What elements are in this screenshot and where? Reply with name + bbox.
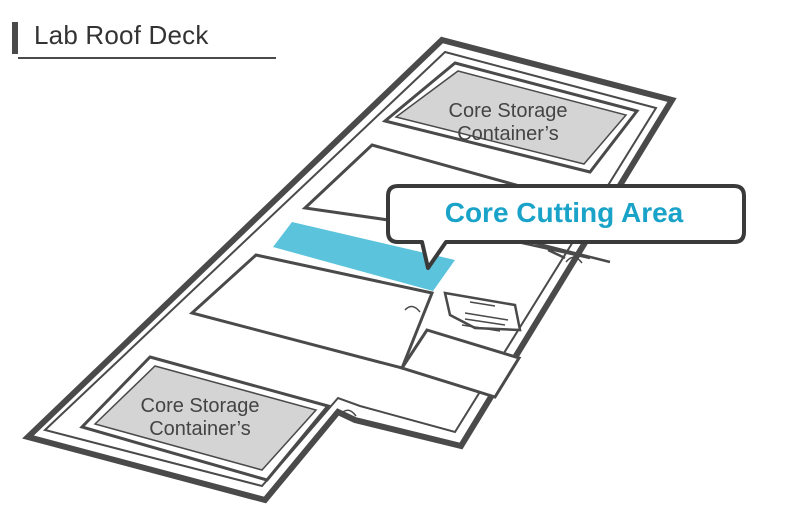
page-title: Lab Roof Deck [34, 20, 209, 50]
storage-bottom-label-line1: Core Storage [141, 395, 260, 417]
storage-top-label-line1: Core Storage [449, 100, 568, 122]
stair-block [443, 291, 522, 332]
room-small-right[interactable] [399, 328, 522, 399]
storage-container-bottom[interactable]: Core Storage Container’s [79, 355, 331, 482]
storage-top-label-line2: Container’s [457, 123, 559, 145]
storage-bottom-label-line2: Container’s [149, 418, 251, 440]
door-1 [404, 305, 421, 313]
door-2 [339, 409, 357, 417]
callout-label: Core Cutting Area [444, 197, 684, 228]
title-accent-bar [12, 22, 18, 54]
core-cutting-area-callout: Core Cutting Area [386, 184, 746, 244]
storage-container-top[interactable]: Core Storage Container’s [381, 61, 640, 174]
page-title-block: Lab Roof Deck [12, 18, 276, 60]
core-cutting-area[interactable] [273, 222, 455, 291]
callout-bubble [386, 184, 746, 270]
inner-walkway [42, 50, 658, 488]
door-3 [565, 256, 583, 264]
title-underline [18, 57, 276, 59]
